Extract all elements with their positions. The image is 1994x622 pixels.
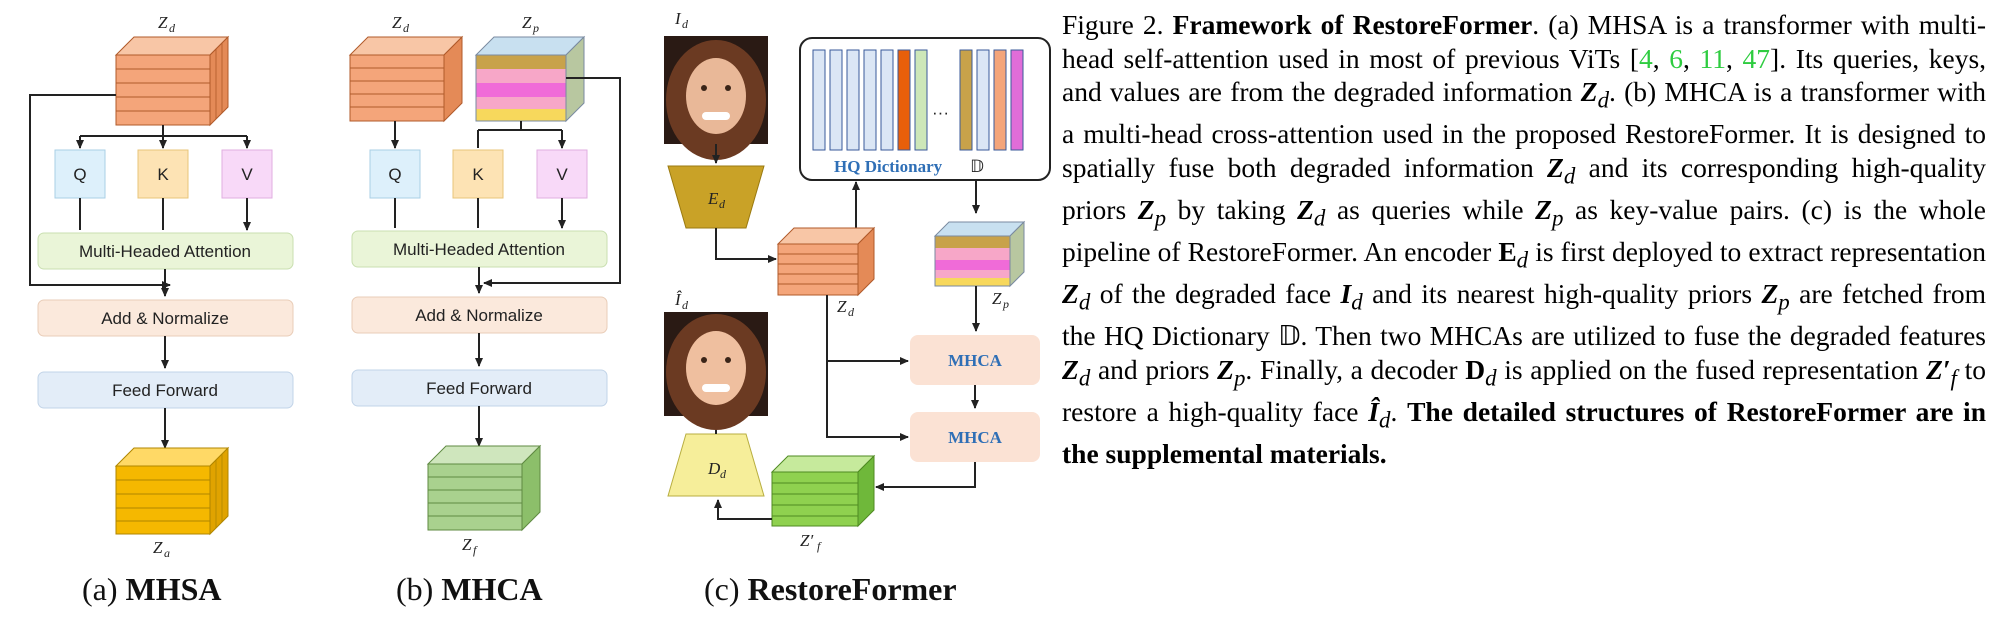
zf-prime-cube [770, 454, 876, 528]
zf-prime-sub: f [817, 539, 822, 553]
value-label-b: V [556, 165, 568, 184]
degraded-face-image [664, 36, 768, 160]
decoder-sub: d [720, 467, 727, 481]
mhca-block-2 [910, 412, 1040, 462]
zf-output-label: Z [462, 535, 472, 554]
za-input-sub: d [169, 21, 176, 35]
zp-label-c: Z [992, 289, 1002, 308]
decoder-block [667, 433, 765, 497]
feed-forward-label: Feed Forward [112, 381, 218, 400]
za-output-label: Z [153, 538, 163, 557]
zd-label-c: Z [837, 297, 847, 316]
add-normalize-label: Add & Normalize [101, 309, 229, 328]
encoder-label: E [707, 189, 719, 208]
zp-input-sub: p [532, 21, 539, 35]
value-box-b [536, 149, 588, 199]
dictionary-entries [812, 49, 1024, 151]
add-normalize-label-b: Add & Normalize [415, 306, 543, 325]
mhca-label-2: MHCA [948, 428, 1003, 447]
query-label: Q [73, 165, 86, 184]
zd-input-label: Z [392, 13, 402, 32]
encoder-block [667, 165, 765, 229]
zf-output-cube [426, 444, 542, 532]
zp-input-label: Z [522, 13, 532, 32]
dictionary-label: HQ Dictionary [834, 157, 943, 176]
zp-cube-c [933, 220, 1026, 288]
citation-link[interactable]: 47 [1742, 42, 1771, 74]
caption-bold-ending: The detailed structures of RestoreFormer… [1062, 395, 1986, 470]
zf-prime-label: Z′ [800, 531, 813, 550]
query-box-b [369, 149, 421, 199]
id-label: I [674, 9, 682, 28]
zd-sub-c: d [848, 305, 855, 319]
ihat-label: Î [674, 290, 682, 309]
dictionary-symbol: 𝔻 [970, 157, 984, 176]
query-label-b: Q [388, 165, 401, 184]
panel-b-mhca: Z d Z p Q K V [348, 13, 621, 607]
figure-caption: Figure 2. Framework of RestoreFormer. (a… [1062, 9, 1987, 470]
framework-figure: Z d Q K V Multi-Headed Attention Add & N… [29, 9, 1051, 607]
zd-feature-cube [114, 35, 230, 127]
key-label: K [157, 165, 169, 184]
panel-b-caption: (b) MHCA [396, 571, 543, 607]
restored-face-image [664, 312, 768, 430]
za-input-label: Z [158, 13, 168, 32]
zd-feature-cube-b [348, 35, 464, 123]
citation-link[interactable]: 11 [1699, 42, 1727, 74]
ihat-sub: d [682, 298, 689, 312]
attention-label-b: Multi-Headed Attention [393, 240, 565, 259]
key-label-b: K [472, 165, 484, 184]
query-box [54, 149, 106, 199]
za-output-sub: a [164, 546, 170, 560]
decoder-label: D [707, 459, 721, 478]
panel-a-caption: (a) MHSA [82, 571, 222, 607]
dictionary-ellipsis: ··· [932, 103, 949, 122]
zd-cube-c [776, 226, 876, 297]
value-label: V [241, 165, 253, 184]
panel-c-caption: (c) RestoreFormer [704, 571, 957, 607]
id-sub: d [682, 17, 689, 31]
citation-link[interactable]: 6 [1669, 42, 1684, 74]
encoder-sub: d [719, 197, 726, 211]
zd-input-sub: d [403, 21, 410, 35]
mhca-label-1: MHCA [948, 351, 1003, 370]
zf-output-sub: f [473, 543, 478, 557]
panel-a-mhsa: Z d Q K V Multi-Headed Attention Add & N… [29, 13, 294, 607]
value-box [221, 149, 273, 199]
attention-label: Multi-Headed Attention [79, 242, 251, 261]
key-box-b [452, 149, 504, 199]
zp-sub-c: p [1002, 297, 1009, 311]
za-output-cube [114, 446, 230, 536]
feed-forward-label-b: Feed Forward [426, 379, 532, 398]
caption-title: Framework of RestoreFormer [1172, 9, 1533, 40]
panel-c-restoreformer: I d E d [664, 9, 1051, 607]
mhca-block-1 [910, 335, 1040, 385]
citation-link[interactable]: 4 [1639, 42, 1653, 74]
